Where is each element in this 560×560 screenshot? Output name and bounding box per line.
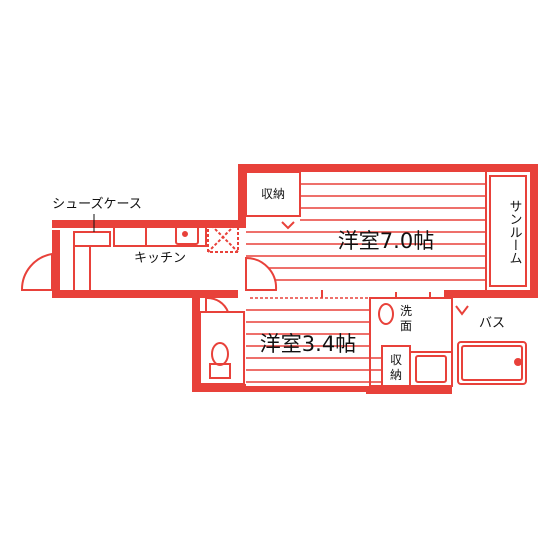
label-kitchen: キッチン — [134, 251, 186, 266]
label-washroom-top: 洗 — [400, 304, 412, 318]
label-sunroom: サンルーム — [507, 200, 522, 265]
label-bath: バス — [479, 316, 505, 331]
window-ticks — [321, 164, 431, 298]
kitchen-fixtures — [73, 214, 239, 290]
label-storage: 収納 — [261, 187, 285, 201]
label-western-small: 洋室3.4帖 — [260, 332, 356, 356]
western-small-flooring — [246, 309, 382, 383]
partitions — [199, 171, 527, 387]
label-storage-v-bottom: 納 — [390, 368, 402, 382]
room-interiors — [60, 172, 530, 386]
doors — [20, 252, 448, 313]
label-storage-v-top: 収 — [390, 353, 402, 367]
label-western-large: 洋室7.0帖 — [338, 229, 434, 253]
label-shoe-case: シューズケース — [52, 196, 142, 212]
label-washroom-bottom: 面 — [400, 319, 412, 333]
western-large-flooring — [246, 183, 486, 281]
